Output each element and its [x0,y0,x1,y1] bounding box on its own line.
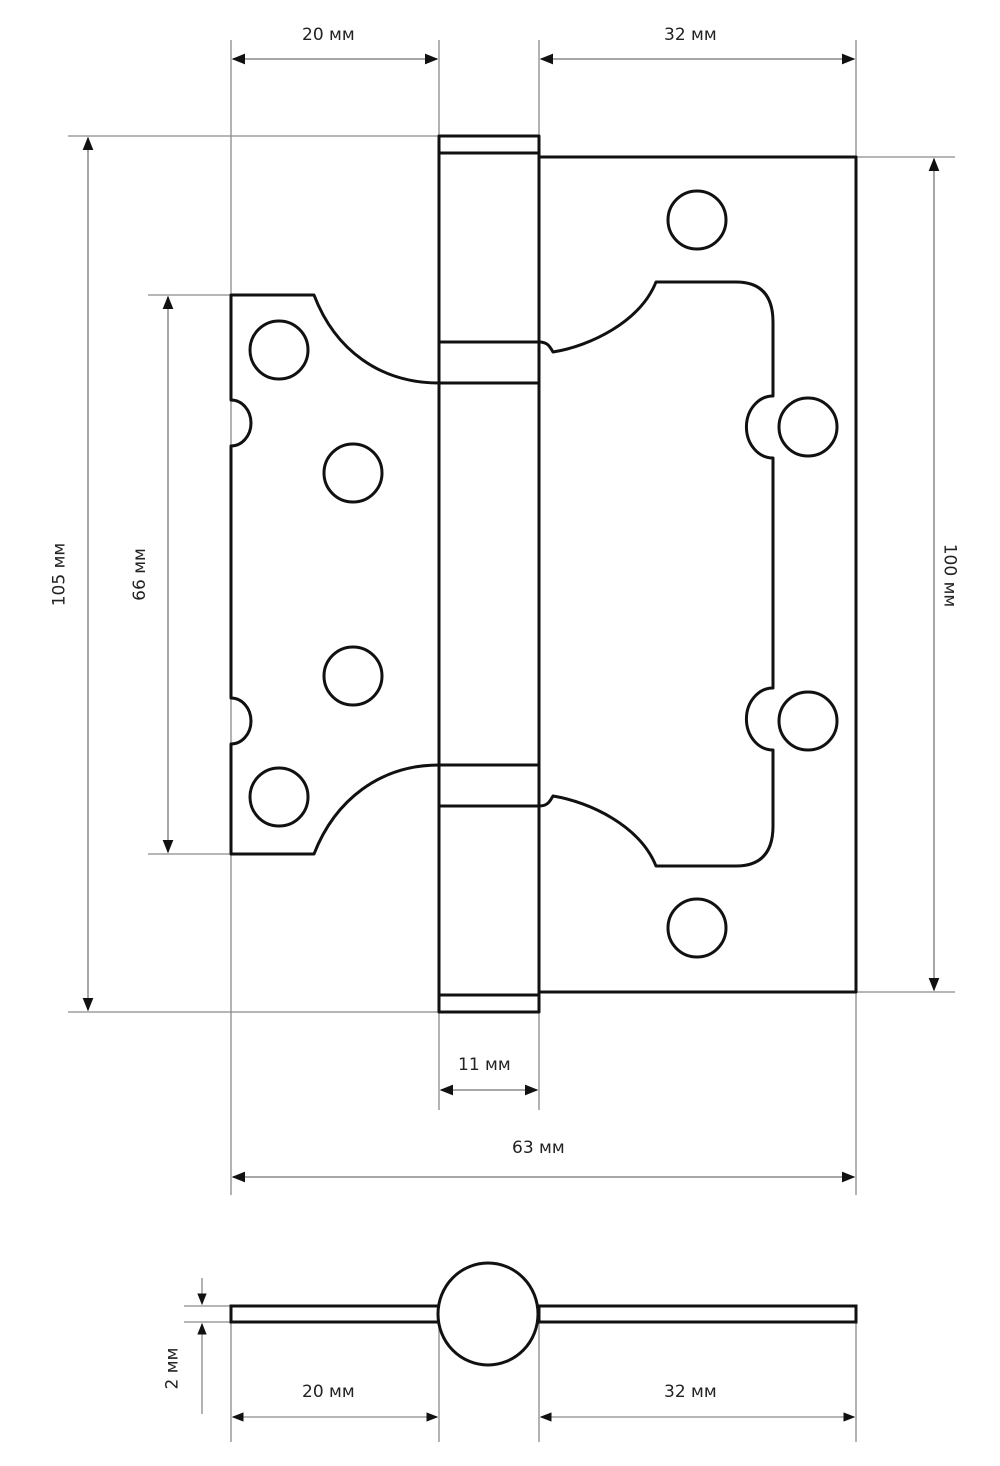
outer-leaf-cutout [538,280,775,868]
label-outer-leaf-height: 100 мм [939,543,960,608]
label-side-left-width: 20 мм [302,1382,355,1402]
label-inner-leaf-height: 66 мм [129,548,150,601]
outer-leaf [539,155,858,994]
label-overall-width: 63 мм [512,1138,565,1158]
knuckle [437,134,541,1014]
label-side-right-width: 32 мм [664,1382,717,1402]
side-leaf-right [537,1304,858,1324]
hole [322,442,384,504]
hole [666,897,728,959]
hole [322,645,384,707]
dimension-lines [82,53,940,1183]
inner-leaf [229,293,440,856]
label-knuckle-width: 11 мм [458,1055,511,1075]
label-overall-height: 105 мм [49,542,70,607]
side-knuckle [436,1261,540,1367]
extension-lines [68,40,955,1195]
label-side-thickness: 2 мм [162,1347,183,1390]
hole [248,766,310,828]
hole [777,690,839,752]
hole [248,319,310,381]
hole [777,396,839,458]
label-top-left-width: 20 мм [302,25,355,45]
label-top-right-width: 32 мм [664,25,717,45]
front-view [229,134,858,1014]
side-view [184,1261,858,1442]
hole [666,189,728,251]
side-leaf-left [229,1304,441,1324]
